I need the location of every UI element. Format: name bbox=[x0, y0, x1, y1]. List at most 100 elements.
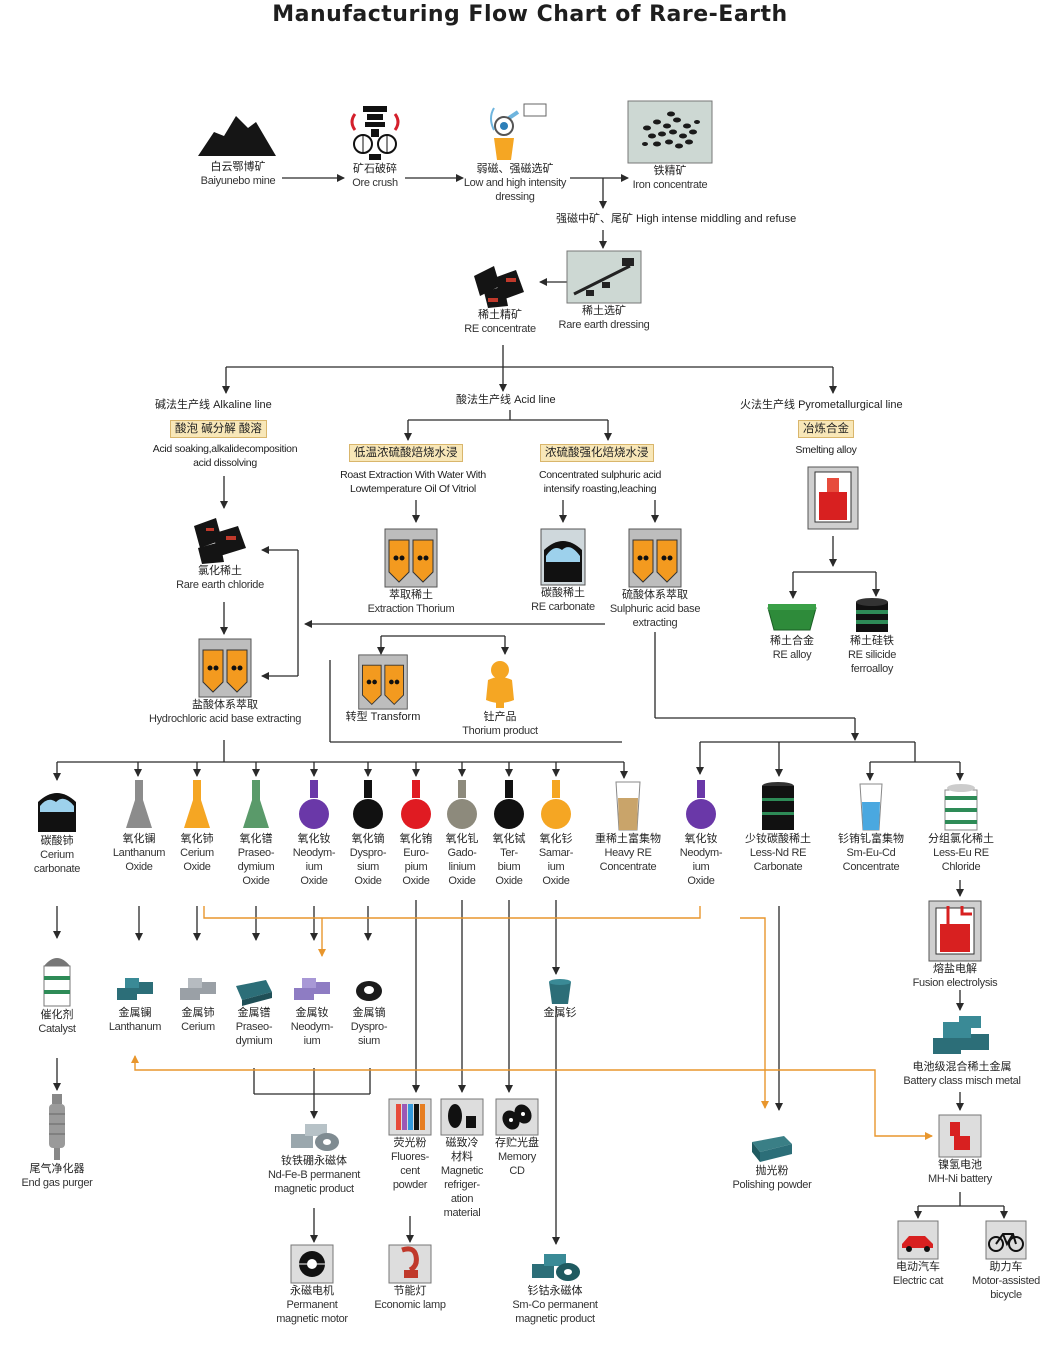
drum-icon bbox=[944, 784, 978, 831]
bucket-icon bbox=[540, 528, 586, 586]
gadolinium-oxide-label-zh: 氧化钆 bbox=[445, 833, 479, 845]
lamp-node: 节能灯 Economic lamp bbox=[364, 1244, 456, 1312]
catalyst-icon bbox=[43, 958, 71, 1007]
europium-oxide-node: 氧化铕 Euro- pium Oxide bbox=[392, 778, 440, 888]
heavy-re-label-zh: 重稀土富集物 bbox=[595, 833, 661, 845]
praseodymium-metal-node: 金属镨 Praseo- dymium bbox=[226, 976, 282, 1048]
dressing-label-en: Low and high intensity dressing bbox=[463, 177, 567, 203]
neodymium-oxide-label-zh: 氧化钕 bbox=[297, 833, 331, 845]
tank-icon bbox=[358, 654, 408, 710]
polish-box-icon bbox=[752, 1136, 792, 1162]
neodymium-oxide-node: 氧化钕 Neodym- ium Oxide bbox=[286, 778, 342, 888]
furnace-icon bbox=[928, 900, 982, 962]
sulphuric-extract-node: 硫酸体系萃取 Sulphuric acid base extracting bbox=[600, 528, 710, 630]
electric-car-label-en: Electric cat bbox=[892, 1275, 944, 1287]
tank-icon bbox=[198, 638, 252, 698]
transform-label-zh: 转型 bbox=[345, 711, 368, 723]
re-chloride-label-zh: 氯化稀土 bbox=[198, 565, 242, 577]
iron-pile-icon bbox=[627, 100, 713, 164]
re-chloride-node: 氯化稀土 Rare earth chloride bbox=[160, 516, 280, 592]
re-carbonate-node: 碳酸稀土 RE carbonate bbox=[518, 528, 608, 614]
samarium-oxide-label-zh: 氧化钐 bbox=[539, 833, 573, 845]
memory-cd-label-zh: 存贮光盘 bbox=[495, 1137, 539, 1149]
re-silicide-label-zh: 稀土硅铁 bbox=[850, 635, 894, 647]
fluorescent-icon bbox=[388, 1098, 432, 1136]
ndfeb-label-zh: 钕铁硼永磁体 bbox=[281, 1155, 347, 1167]
flotation-icon bbox=[566, 250, 642, 304]
neodymium-metal-label-en: Neodym- ium bbox=[290, 1021, 334, 1047]
alkaline-process-box: 酸泡 碱分解 酸溶 bbox=[170, 420, 267, 438]
misch-metal-node: 电池级混合稀土金属 Battery class misch metal bbox=[892, 1014, 1032, 1088]
acid-line-en: Acid line bbox=[514, 394, 556, 406]
alkaline-line-label: 碱法生产线 Alkaline line bbox=[155, 398, 272, 412]
mh-ni-label-en: MH-Ni battery bbox=[928, 1173, 992, 1185]
end-gas-node: 尾气净化器 End gas purger bbox=[10, 1092, 104, 1190]
motor-label-zh: 永磁电机 bbox=[290, 1285, 334, 1297]
iron-concentrate-label-zh: 铁精矿 bbox=[653, 165, 687, 177]
hcl-extract-label-en: Hydrochloric acid base extracting bbox=[148, 713, 302, 725]
re-alloy-label-zh: 稀土合金 bbox=[770, 635, 814, 647]
page-title: Manufacturing Flow Chart of Rare-Earth bbox=[272, 2, 788, 27]
extract-thorium-label-zh: 萃取稀土 bbox=[389, 589, 433, 601]
battery-icon bbox=[938, 1114, 982, 1158]
alkaline-line-en: Alkaline line bbox=[213, 399, 272, 411]
ndfeb-node: 钕铁硼永磁体 Nd-Fe-B permanent magnetic produc… bbox=[254, 1120, 374, 1196]
lamp-icon bbox=[388, 1244, 432, 1284]
samarium-oxide-node: 氧化钐 Samar- ium Oxide bbox=[532, 778, 580, 888]
iron-concentrate-label-en: Iron concentrate bbox=[632, 179, 708, 191]
re-dressing-label-en: Rare earth dressing bbox=[558, 319, 650, 331]
pyro-line-en: Pyrometallurgical line bbox=[798, 399, 903, 411]
catalyst-node: 催化剂 Catalyst bbox=[22, 950, 92, 1036]
re-dressing-label-zh: 稀土选矿 bbox=[582, 305, 626, 317]
acid-high-desc: Concentrated sulphuric acid intensify ro… bbox=[538, 469, 662, 495]
lanthanum-oxide-label-en: Lanthanum Oxide bbox=[112, 847, 166, 873]
neodymium-oxide-2-label-en: Neodym- ium Oxide bbox=[679, 847, 723, 887]
less-eu-label-zh: 分组氯化稀土 bbox=[928, 833, 994, 845]
lamp-label-zh: 节能灯 bbox=[393, 1285, 427, 1297]
powder-icon bbox=[486, 661, 514, 708]
refrigeration-node: 磁致冷 材料 Magnetic refriger- ation material bbox=[436, 1098, 488, 1220]
samarium-oxide-label-en: Samar- ium Oxide bbox=[538, 847, 574, 887]
gadolinium-oxide-label-en: Gado- linium Oxide bbox=[447, 847, 477, 887]
baiyunebo-label-zh: 白云鄂博矿 bbox=[210, 161, 266, 173]
re-chloride-label-en: Rare earth chloride bbox=[176, 579, 264, 591]
misch-metal-label-zh: 电池级混合稀土金属 bbox=[912, 1061, 1012, 1073]
mh-ni-label-zh: 镍氢电池 bbox=[938, 1159, 982, 1171]
bicycle-icon bbox=[985, 1220, 1027, 1260]
flask-icon bbox=[447, 780, 477, 829]
thorium-product-node: 钍产品 Thorium product bbox=[450, 656, 550, 738]
polishing-label-en: Polishing powder bbox=[732, 1179, 812, 1191]
europium-oxide-label-en: Euro- pium Oxide bbox=[402, 847, 430, 887]
praseodymium-oxide-node: 氧化镨 Praseo- dymium Oxide bbox=[228, 778, 284, 888]
ore-lumps-icon bbox=[474, 266, 524, 308]
pyro-line-label: 火法生产线 Pyrometallurgical line bbox=[740, 398, 903, 412]
sm-eu-gd-node: 钐铕钆富集物 Sm-Eu-Cd Concentrate bbox=[826, 782, 916, 874]
less-nd-label-en: Less-Nd RE Carbonate bbox=[749, 847, 807, 873]
re-silicide-node: 稀土硅铁 RE silicide ferroalloy bbox=[832, 596, 912, 676]
alloy-tray-icon bbox=[767, 604, 817, 631]
praseodymium-oxide-label-zh: 氧化镨 bbox=[239, 833, 273, 845]
baiyunebo-label-en: Baiyunebo mine bbox=[200, 175, 276, 187]
transform-label: 转型 Transform bbox=[338, 710, 428, 724]
flask-icon bbox=[299, 780, 329, 829]
cup-icon bbox=[549, 979, 571, 1004]
mountain-icon bbox=[198, 116, 276, 156]
dysprosium-oxide-node: 氧化镝 Dyspro- sium Oxide bbox=[342, 778, 394, 888]
sulphuric-extract-label-en: Sulphuric acid base extracting bbox=[609, 603, 701, 629]
catalyst-label-zh: 催化剂 bbox=[40, 1009, 74, 1021]
samarium-metal-node: 金属钐 bbox=[530, 978, 590, 1020]
flask-icon bbox=[494, 780, 524, 829]
re-dressing-node: 稀土选矿 Rare earth dressing bbox=[552, 250, 656, 332]
extract-thorium-label-en: Extraction Thorium bbox=[367, 603, 455, 615]
electric-car-node: 电动汽车 Electric cat bbox=[878, 1220, 958, 1288]
smco-label-zh: 钐钴永磁体 bbox=[527, 1285, 583, 1297]
electric-car-label-zh: 电动汽车 bbox=[896, 1261, 940, 1273]
lanthanum-metal-label-zh: 金属镧 bbox=[118, 1007, 152, 1019]
pyro-desc: Smelting alloy bbox=[795, 444, 857, 456]
hcl-extract-label-zh: 盐酸体系萃取 bbox=[192, 699, 258, 711]
fluorescent-node: 荧光粉 Fluores- cent powder bbox=[384, 1098, 436, 1192]
fluorescent-label-en: Fluores- cent powder bbox=[391, 1151, 429, 1191]
fusion-label-zh: 熔盐电解 bbox=[933, 963, 977, 975]
flask-icon bbox=[243, 780, 269, 828]
acid-high-box: 浓硫酸强化焙烧水浸 bbox=[540, 444, 654, 462]
